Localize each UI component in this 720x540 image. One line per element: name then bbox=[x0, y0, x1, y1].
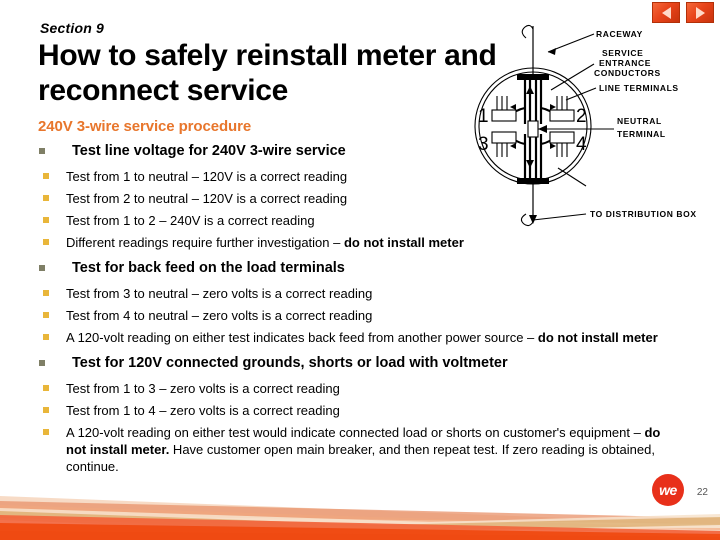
company-logo: we bbox=[652, 474, 684, 506]
list-item: Test from 1 to neutral – 120V is a corre… bbox=[38, 168, 673, 185]
list-item: Different readings require further inves… bbox=[38, 234, 673, 251]
label-service-entrance-2: ENTRANCE bbox=[599, 58, 651, 68]
square-bullet-icon bbox=[43, 194, 49, 201]
list-item-label: Test line voltage for 240V 3-wire servic… bbox=[72, 143, 346, 159]
list-item-emphasis: do not install meter. bbox=[66, 425, 661, 458]
list-item: Test from 3 to neutral – zero volts is a… bbox=[38, 285, 673, 302]
square-bullet-icon bbox=[43, 406, 49, 413]
list-item-label: Test from 2 to neutral – 120V is a corre… bbox=[66, 190, 348, 206]
terminal-number-2: 2 bbox=[576, 106, 587, 127]
list-item-label: Test for 120V connected grounds, shorts … bbox=[72, 355, 508, 372]
list-item: Test from 1 to 3 – zero volts is a corre… bbox=[38, 380, 673, 397]
list-item-label: Different readings require further inves… bbox=[66, 235, 344, 251]
list-item-label: Test from 4 to neutral – zero volts is a… bbox=[66, 307, 373, 323]
slide-navigation bbox=[652, 2, 714, 23]
list-item-label: Test from 1 to 2 – 240V is a correct rea… bbox=[66, 212, 315, 228]
label-service-entrance-1: SERVICE bbox=[602, 48, 643, 58]
sub-list: Test from 1 to neutral – 120V is a corre… bbox=[38, 168, 673, 252]
list-item-emphasis: do not install meter bbox=[343, 235, 464, 251]
page-number: 22 bbox=[696, 487, 708, 498]
list-item-emphasis: do not install meter bbox=[537, 330, 658, 346]
next-slide-button[interactable] bbox=[686, 2, 714, 23]
square-bullet-icon bbox=[43, 216, 49, 223]
square-bullet-icon bbox=[43, 289, 49, 296]
list-item-label: Test from 1 to neutral – 120V is a corre… bbox=[66, 168, 348, 184]
list-item: Test from 1 to 2 – 240V is a correct rea… bbox=[38, 212, 673, 229]
logo-text: we bbox=[659, 482, 677, 498]
square-bullet-icon bbox=[39, 360, 45, 367]
list-item-label: A 120-volt reading on either test would … bbox=[66, 425, 645, 441]
label-raceway: RACEWAY bbox=[596, 29, 643, 39]
sub-list: Test from 3 to neutral – zero volts is a… bbox=[38, 285, 673, 346]
label-line-terminals: LINE TERMINALS bbox=[599, 83, 679, 93]
label-distribution-box: TO DISTRIBUTION BOX bbox=[590, 209, 697, 219]
square-bullet-icon bbox=[39, 265, 45, 272]
square-bullet-icon bbox=[43, 429, 49, 436]
triangle-right-icon bbox=[695, 6, 705, 19]
list-item: Test for back feed on the load terminals bbox=[38, 259, 673, 279]
meter-socket-diagram: 1 2 3 4 RACEWAY SERVICE ENTRANCE CONDUCT… bbox=[466, 8, 716, 240]
label-neutral-terminal-2: TERMINAL bbox=[617, 129, 666, 139]
list-item: Test line voltage for 240V 3-wire servic… bbox=[38, 142, 673, 162]
label-service-entrance-3: CONDUCTORS bbox=[594, 68, 661, 78]
label-neutral-terminal-1: NEUTRAL bbox=[617, 116, 662, 126]
square-bullet-icon bbox=[43, 384, 49, 391]
list-item-label-tail: Have customer open main breaker, and the… bbox=[66, 442, 655, 475]
square-bullet-icon bbox=[43, 334, 49, 341]
previous-slide-button[interactable] bbox=[652, 2, 680, 23]
list-item: A 120-volt reading on either test indica… bbox=[38, 329, 673, 346]
triangle-left-icon bbox=[661, 6, 671, 19]
square-bullet-icon bbox=[43, 239, 49, 246]
list-item-label: A 120-volt reading on either test indica… bbox=[66, 330, 538, 346]
list-item: Test from 1 to 4 – zero volts is a corre… bbox=[38, 402, 673, 419]
list-item-label: Test for back feed on the load terminals bbox=[72, 260, 345, 277]
footer-decoration bbox=[0, 484, 720, 540]
page-subtitle: 240V 3-wire service procedure bbox=[38, 118, 252, 135]
list-item: A 120-volt reading on either test would … bbox=[38, 424, 673, 475]
sub-list: Test from 1 to 3 – zero volts is a corre… bbox=[38, 380, 673, 476]
square-bullet-icon bbox=[43, 172, 49, 179]
square-bullet-icon bbox=[39, 148, 45, 154]
list-item: Test for 120V connected grounds, shorts … bbox=[38, 354, 673, 374]
list-item-label: Test from 3 to neutral – zero volts is a… bbox=[66, 285, 373, 301]
section-label: Section 9 bbox=[40, 20, 105, 36]
list-item-label: Test from 1 to 4 – zero volts is a corre… bbox=[66, 402, 340, 418]
list-item-label: Test from 1 to 3 – zero volts is a corre… bbox=[66, 380, 340, 396]
square-bullet-icon bbox=[43, 311, 49, 318]
terminal-number-4: 4 bbox=[576, 134, 587, 155]
terminal-number-3: 3 bbox=[478, 134, 489, 155]
terminal-number-1: 1 bbox=[478, 106, 489, 127]
page-title: How to safely reinstall meter and reconn… bbox=[38, 39, 497, 108]
list-item: Test from 2 to neutral – 120V is a corre… bbox=[38, 190, 673, 207]
bullet-list: Test line voltage for 240V 3-wire servic… bbox=[38, 142, 673, 476]
list-item: Test from 4 to neutral – zero volts is a… bbox=[38, 307, 673, 324]
